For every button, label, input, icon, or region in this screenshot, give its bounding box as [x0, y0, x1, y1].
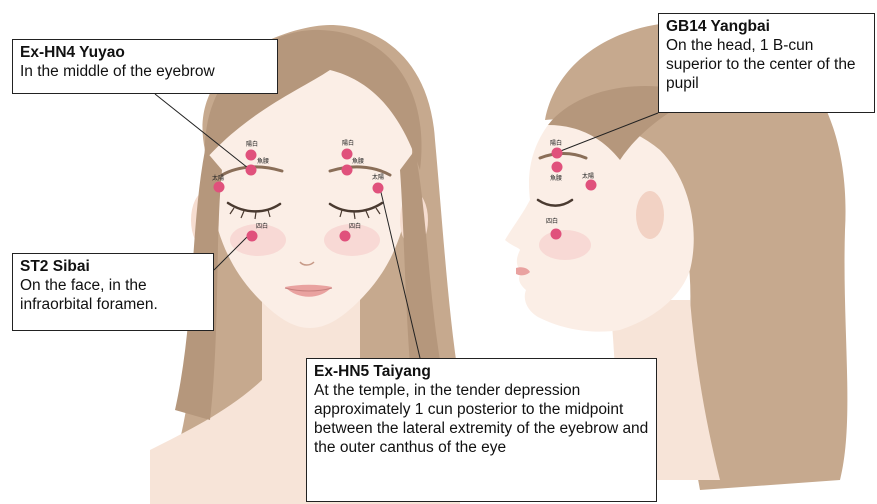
- point-yuyao-profile: [552, 162, 563, 173]
- callout-yangbai-description: On the head, 1 B-cun superior to the cen…: [666, 36, 868, 93]
- callout-taiyang: Ex-HN5 Taiyang At the temple, in the ten…: [306, 358, 657, 502]
- point-sibai-left: [247, 231, 258, 242]
- callout-yuyao-description: In the middle of the eyebrow: [20, 62, 271, 81]
- point-taiyang-left: [214, 182, 225, 193]
- label-yuyao-left: 魚腰: [257, 157, 269, 165]
- point-yangbai-right: [342, 149, 353, 160]
- label-taiyang-right: 太陽: [372, 173, 384, 181]
- label-taiyang-left: 太陽: [212, 174, 224, 182]
- label-sibai-right: 四白: [349, 222, 361, 230]
- label-yangbai-right: 陽白: [342, 139, 354, 147]
- label-yuyao-right: 魚腰: [352, 157, 364, 165]
- callout-yuyao-title: Ex-HN4 Yuyao: [20, 43, 271, 62]
- callout-sibai-description: On the face, in the infraorbital foramen…: [20, 276, 207, 314]
- point-taiyang-profile: [586, 180, 597, 191]
- point-taiyang-right: [373, 183, 384, 194]
- point-yuyao-left: [246, 165, 257, 176]
- point-sibai-profile: [551, 229, 562, 240]
- label-yangbai-profile: 陽白: [550, 139, 562, 147]
- callout-sibai: ST2 Sibai On the face, in the infraorbit…: [12, 253, 214, 331]
- callout-taiyang-description: At the temple, in the tender depression …: [314, 381, 650, 457]
- label-yuyao-profile: 魚腰: [550, 174, 562, 182]
- callout-sibai-title: ST2 Sibai: [20, 257, 207, 276]
- label-sibai-profile: 四白: [546, 217, 558, 225]
- callout-yangbai: GB14 Yangbai On the head, 1 B-cun superi…: [658, 13, 875, 113]
- callout-yangbai-title: GB14 Yangbai: [666, 17, 868, 36]
- label-sibai-left: 四白: [256, 222, 268, 230]
- point-yangbai-left: [246, 150, 257, 161]
- point-sibai-right: [340, 231, 351, 242]
- point-yuyao-right: [342, 165, 353, 176]
- profile-blush: [539, 230, 591, 260]
- callout-yuyao: Ex-HN4 Yuyao In the middle of the eyebro…: [12, 39, 278, 94]
- label-yangbai-left: 陽白: [246, 140, 258, 148]
- callout-taiyang-title: Ex-HN5 Taiyang: [314, 362, 650, 381]
- point-yangbai-profile: [552, 148, 563, 159]
- profile-ear: [636, 191, 664, 239]
- label-taiyang-profile: 太陽: [582, 172, 594, 180]
